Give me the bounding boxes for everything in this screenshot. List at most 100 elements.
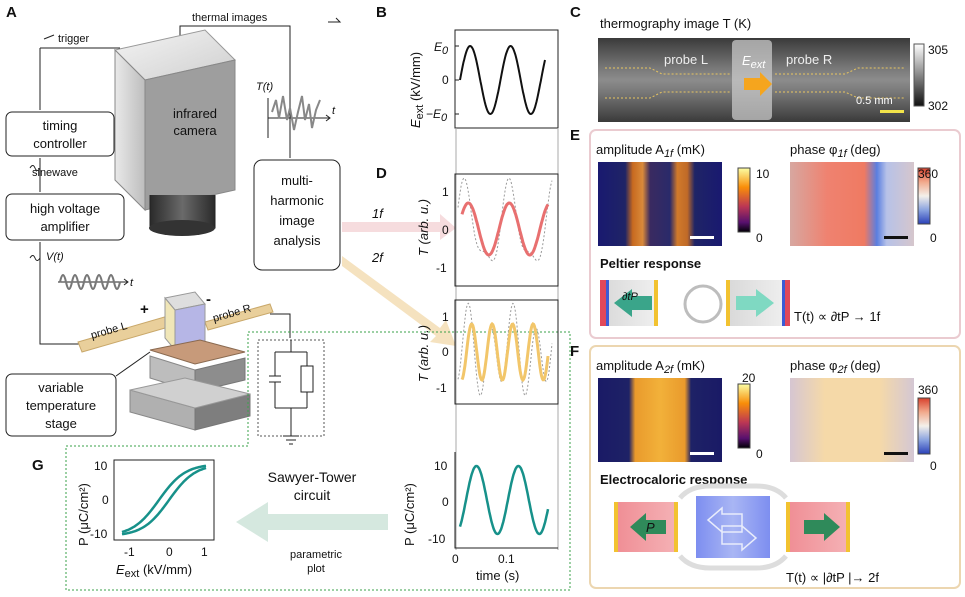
panel-e-amp-title: amplitude A1f (mK) bbox=[596, 142, 705, 160]
amp-1f-cbar-max: 10 bbox=[756, 167, 770, 181]
panel-d-1f-tick-neg1: -1 bbox=[436, 261, 447, 275]
sinewave-small-icon bbox=[29, 165, 41, 171]
analysis-label-1: multi- bbox=[281, 173, 313, 188]
label-2f: 2f bbox=[371, 250, 384, 265]
hysteresis-loop-lower bbox=[121, 466, 207, 536]
camera-label-1: infrared bbox=[173, 106, 217, 121]
thermo-eext: Eext bbox=[742, 53, 766, 71]
panel-d-x-tick-01: 0.1 bbox=[498, 552, 515, 566]
t-2f-signal bbox=[460, 321, 550, 383]
panel-d-ylabel-p: P (μC/cm²) bbox=[402, 483, 417, 546]
panel-d-1f-tick-0: 0 bbox=[442, 223, 449, 237]
ec-arrow-right bbox=[804, 513, 840, 541]
label-1f: 1f bbox=[372, 206, 384, 221]
phase-1f-map bbox=[790, 162, 914, 246]
t-2f-raw-signal bbox=[457, 302, 553, 397]
stage-label-3: stage bbox=[45, 416, 77, 431]
panel-label-b: B bbox=[376, 4, 387, 21]
panel-g-xlabel: Eext (kV/mm) bbox=[116, 562, 192, 580]
sinewave-small-icon-2 bbox=[29, 255, 41, 261]
trigger-switch-icon bbox=[43, 34, 55, 40]
ec-center-arrow-1 bbox=[706, 506, 743, 534]
panel-b-tick-0: 0 bbox=[442, 73, 449, 87]
t-1f-raw-signal bbox=[457, 177, 553, 262]
panel-label-a: A bbox=[6, 4, 17, 21]
parametric-label-1: parametric bbox=[290, 549, 342, 561]
ec-arrow-left bbox=[630, 513, 666, 541]
amp-1f-cbar-min: 0 bbox=[756, 231, 763, 245]
peltier-arrow-right bbox=[736, 289, 774, 317]
trigger-wire bbox=[39, 47, 120, 110]
panel-f-amp-title: amplitude A2f (mK) bbox=[596, 358, 705, 376]
timing-controller-label-2: controller bbox=[33, 136, 87, 151]
phase-1f-colorbar bbox=[917, 167, 931, 225]
panel-d-xlabel: time (s) bbox=[476, 568, 519, 583]
phase-2f-map bbox=[790, 378, 914, 462]
hv-amplifier-box bbox=[5, 193, 125, 241]
t-1f-signal bbox=[460, 201, 550, 257]
eext-arrow-icon bbox=[744, 72, 772, 96]
vt-t-label: t bbox=[130, 277, 134, 289]
phase-1f-scale-bar bbox=[884, 236, 908, 239]
sinewave-label: sinewave bbox=[32, 167, 78, 179]
phase-2f-scale-bar bbox=[884, 452, 908, 455]
panel-g-frame bbox=[113, 459, 215, 541]
thermo-cbar-min: 302 bbox=[928, 99, 948, 113]
vt-label: V(t) bbox=[46, 251, 64, 263]
e-field-wave bbox=[459, 44, 546, 116]
thermo-probe-l: probe L bbox=[664, 52, 708, 67]
analysis-label-3: image bbox=[279, 213, 314, 228]
panel-d-p-tick-neg10: -10 bbox=[428, 532, 446, 546]
electrocaloric-response-label: Electrocaloric response bbox=[600, 472, 747, 487]
phase-2f-cbar-min: 0 bbox=[930, 459, 937, 473]
panel-d-p-axes bbox=[454, 452, 558, 549]
ec-left-electrode-2 bbox=[674, 502, 678, 552]
peltier-left-cold bbox=[606, 280, 609, 326]
panel-g-ylabel: P (μC/cm²) bbox=[76, 483, 91, 546]
peltier-arrow-left bbox=[614, 289, 652, 317]
analysis-label-4: analysis bbox=[274, 233, 321, 248]
amp-2f-map bbox=[598, 378, 722, 462]
trigger-label: trigger bbox=[58, 33, 90, 45]
ec-right-electrode-2 bbox=[846, 502, 850, 552]
panel-g-y-tick-10: 10 bbox=[94, 459, 108, 473]
panel-c-title: thermography image T (K) bbox=[600, 16, 751, 31]
phase-2f-colorbar bbox=[917, 397, 931, 455]
parametric-label-2: plot bbox=[307, 563, 325, 575]
circuit-wires bbox=[269, 340, 308, 445]
thermal-images-label: thermal images bbox=[192, 12, 268, 24]
thermo-probe-r: probe R bbox=[786, 52, 832, 67]
stage-label-2: temperature bbox=[26, 398, 96, 413]
peltier-cycle-icon bbox=[683, 284, 723, 324]
stage-pointer bbox=[115, 351, 151, 377]
panel-d-2f-tick-neg1: -1 bbox=[436, 381, 447, 395]
panel-g-y-tick-neg10: -10 bbox=[90, 527, 108, 541]
peltier-formula: T(t) ∝ ∂tP → 1f bbox=[794, 309, 881, 324]
phase-1f-cbar-max: 360 bbox=[918, 167, 938, 181]
panel-d-ylabel-1f: T (arb. u.) bbox=[416, 199, 431, 256]
panel-g-x-tick-1: 1 bbox=[201, 545, 208, 559]
stage-top-pad bbox=[149, 339, 246, 365]
phase-1f-cbar-min: 0 bbox=[930, 231, 937, 245]
circuit-resistor bbox=[300, 365, 314, 393]
camera-label-2: camera bbox=[173, 123, 217, 138]
panel-d-1f-tick-1: 1 bbox=[442, 185, 449, 199]
ec-p-label: P bbox=[646, 520, 655, 535]
ec-center-block bbox=[696, 496, 770, 558]
panel-label-f: F bbox=[570, 343, 579, 360]
ec-cycle-arrows bbox=[678, 483, 788, 571]
ec-center-arrow-2 bbox=[721, 524, 758, 552]
tt-label: T(t) bbox=[256, 81, 273, 93]
panel-g-y-tick-0: 0 bbox=[102, 493, 109, 507]
ec-formula: T(t) ∝ |∂tP |→ 2f bbox=[786, 570, 879, 585]
panel-label-c: C bbox=[570, 4, 581, 21]
panel-b-tick-e0: E0 bbox=[434, 40, 449, 57]
ec-right-electrode-1 bbox=[786, 502, 790, 552]
amp-2f-cbar-max: 20 bbox=[742, 371, 756, 385]
amp-2f-scale-bar bbox=[690, 452, 714, 455]
panel-d-ylabel-2f: T (arb. u.) bbox=[416, 325, 431, 382]
camera-front bbox=[114, 48, 146, 212]
amp-2f-cbar-min: 0 bbox=[756, 447, 763, 461]
panel-e-frame bbox=[589, 129, 961, 339]
